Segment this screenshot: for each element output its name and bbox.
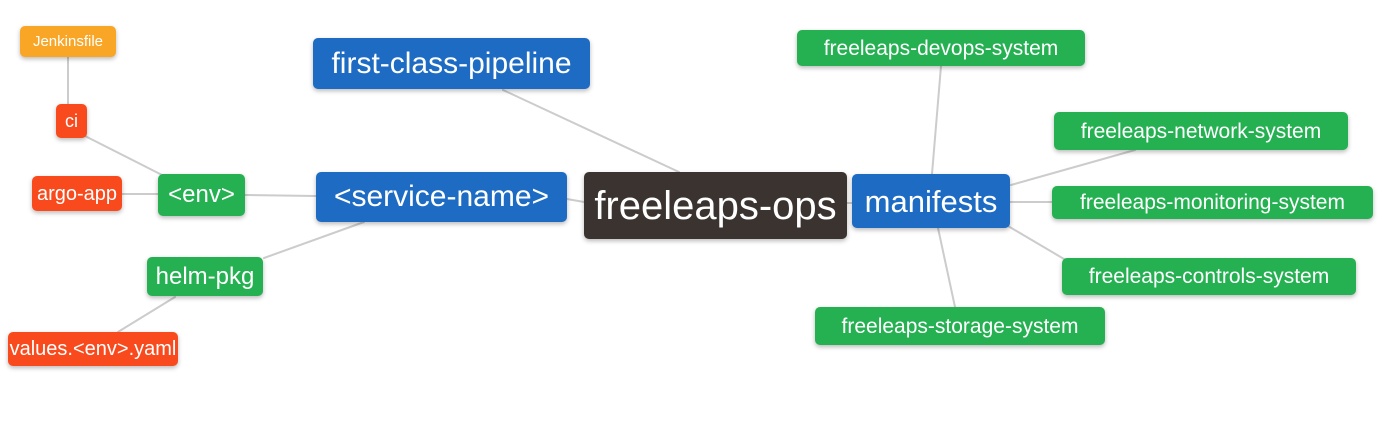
node-freeleaps-network-system[interactable]: freeleaps-network-system: [1054, 112, 1348, 150]
edge-env-service-name: [244, 194, 317, 197]
edge-manifests-controls: [1007, 225, 1065, 260]
edge-manifests-devops: [931, 65, 942, 175]
node-freeleaps-storage-system[interactable]: freeleaps-storage-system: [815, 307, 1105, 345]
edge-service-name-ops: [566, 198, 585, 203]
node-service-name[interactable]: <service-name>: [316, 172, 567, 222]
node-freeleaps-controls-system[interactable]: freeleaps-controls-system: [1062, 258, 1356, 295]
node-freeleaps-devops-system[interactable]: freeleaps-devops-system: [797, 30, 1085, 66]
node-freeleaps-monitoring-system[interactable]: freeleaps-monitoring-system: [1052, 186, 1373, 219]
edge-pipeline-ops: [502, 89, 680, 173]
node-manifests[interactable]: manifests: [852, 174, 1010, 228]
node-helm-pkg[interactable]: helm-pkg: [147, 257, 263, 296]
node-jenkinsfile[interactable]: Jenkinsfile: [20, 26, 116, 57]
node-values-env-yaml[interactable]: values.<env>.yaml: [8, 332, 178, 366]
edge-values-helm-pkg: [117, 296, 176, 333]
node-env[interactable]: <env>: [158, 174, 245, 216]
edge-helm-pkg-service-name: [263, 221, 365, 259]
node-argo-app[interactable]: argo-app: [32, 176, 122, 211]
edge-manifests-storage: [937, 227, 956, 308]
node-ci[interactable]: ci: [56, 104, 87, 138]
edge-ci-env: [84, 135, 165, 177]
edge-manifests-network: [1010, 149, 1136, 186]
node-freeleaps-ops[interactable]: freeleaps-ops: [584, 172, 847, 239]
node-first-class-pipeline[interactable]: first-class-pipeline: [313, 38, 590, 89]
